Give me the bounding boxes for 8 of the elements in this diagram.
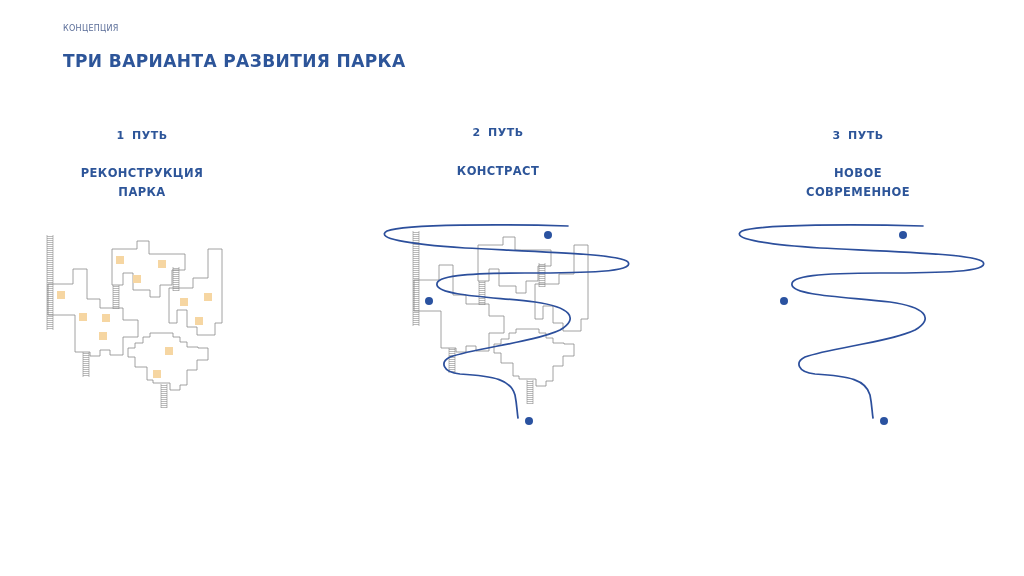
option-title: РЕКОНСТРУКЦИЯ ПАРКА (79, 165, 205, 201)
option-title: НОВОЕ СОВРЕМЕННОЕ (805, 165, 911, 201)
section-label: КОНЦЕПЦИЯ (63, 24, 120, 33)
option-number: 1 ПУТЬ (115, 129, 169, 142)
option-number: 2 ПУТЬ (471, 126, 525, 139)
option-title: КОНСТРАСТ (455, 163, 541, 180)
page-title: ТРИ ВАРИАНТА РАЗВИТИЯ ПАРКА (63, 51, 406, 71)
option-number: 3 ПУТЬ (831, 129, 885, 142)
